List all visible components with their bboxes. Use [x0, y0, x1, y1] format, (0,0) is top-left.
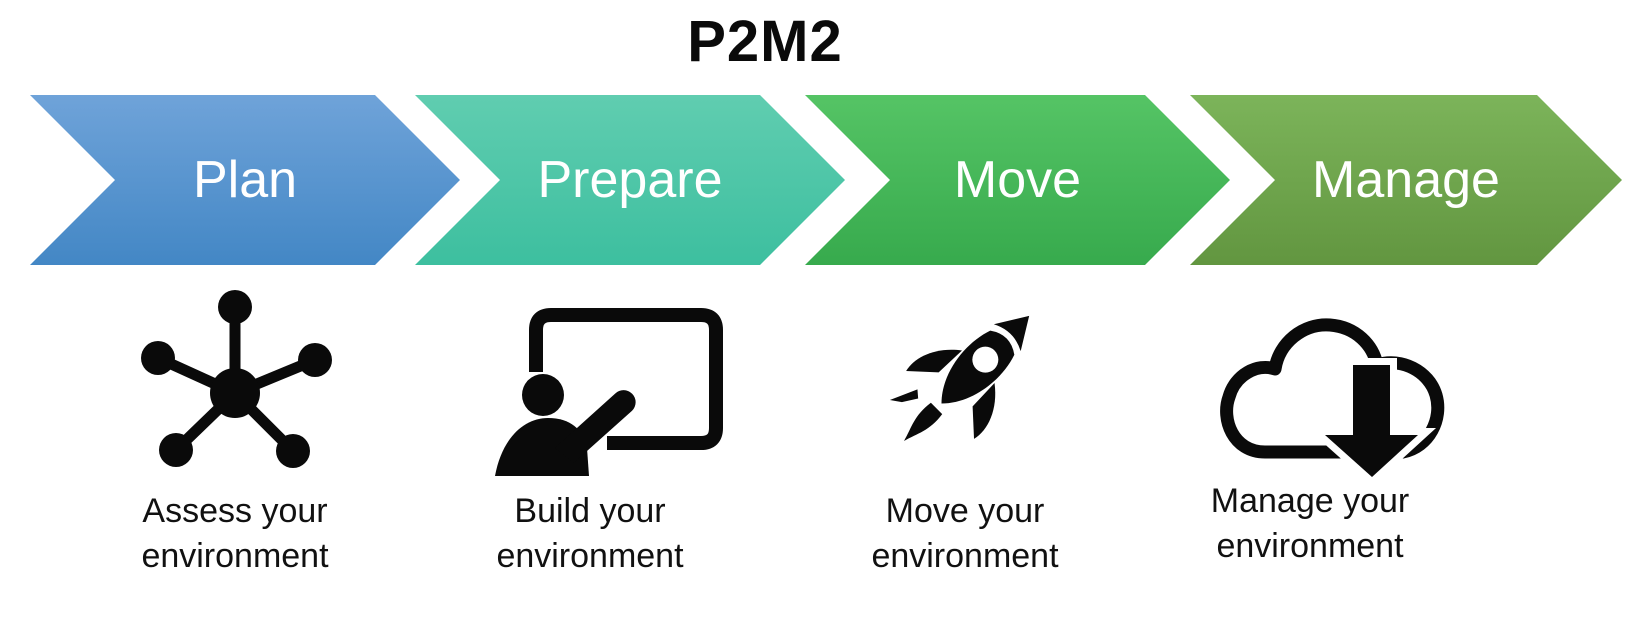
network-hub-icon — [141, 290, 332, 468]
caption-manage: Manage your environment — [1210, 482, 1410, 565]
page-title: P2M2 — [687, 9, 843, 74]
chevron-prepare — [415, 95, 845, 265]
chevron-band — [30, 95, 1622, 265]
chevron-plan — [30, 95, 460, 265]
caption-move: Move your environment — [871, 492, 1059, 575]
presenter-whiteboard-icon — [495, 308, 723, 476]
chevron-manage — [1190, 95, 1622, 265]
caption-plan: Assess your environment — [141, 492, 329, 575]
chevron-move — [805, 95, 1230, 265]
caption-prepare: Build your environment — [496, 492, 684, 575]
cloud-download-icon — [1220, 318, 1445, 487]
rocket-icon — [889, 315, 1030, 441]
